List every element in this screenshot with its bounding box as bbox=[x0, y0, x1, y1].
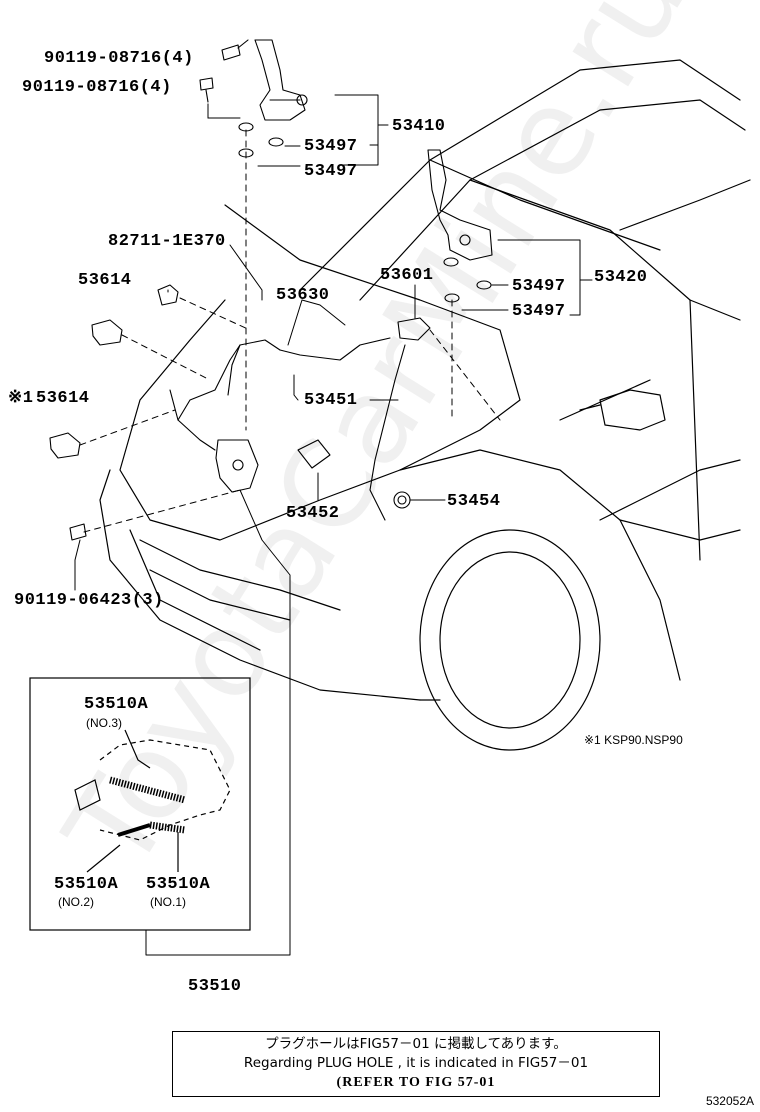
label-support-rod: 53451 bbox=[304, 391, 358, 410]
label-stay-holder: 53601 bbox=[380, 266, 434, 285]
label-bolt-lower: 90119-08716(4) bbox=[22, 78, 172, 97]
footnote: ※1 KSP90.NSP90 bbox=[584, 733, 683, 747]
reference-notice: プラグホールはFIG57－01 に掲載してあります。 Regarding PLU… bbox=[172, 1031, 660, 1097]
label-hinge-rh: 53420 bbox=[594, 268, 648, 287]
label-bolt-upper: 90119-08716(4) bbox=[44, 49, 194, 68]
figure-id: 532052A bbox=[705, 1094, 754, 1108]
label-cushion-c: 53497 bbox=[512, 277, 566, 296]
label-latch-stopper: 53452 bbox=[286, 504, 340, 523]
label-grommet: 53454 bbox=[447, 492, 501, 511]
label-cable-clamp: 53630 bbox=[276, 286, 330, 305]
label-lever-no1: 53510A bbox=[146, 875, 211, 894]
hinge-lh bbox=[254, 39, 308, 121]
label-lever-no1-sub: (NO.1) bbox=[150, 895, 186, 909]
bolt-upper-shape bbox=[199, 39, 249, 103]
label-lever-no2: 53510A bbox=[54, 875, 119, 894]
car-body bbox=[99, 59, 751, 751]
inset-box bbox=[29, 677, 251, 931]
label-lever-no3: 53510A bbox=[84, 695, 149, 714]
label-switch-2-mark: ※1 bbox=[8, 389, 34, 408]
hinge-rh bbox=[427, 149, 493, 261]
label-hinge-lh: 53410 bbox=[392, 117, 446, 136]
notice-line-jp: プラグホールはFIG57－01 に掲載してあります。 bbox=[265, 1036, 567, 1052]
notice-line-ref: (REFER TO FIG 57-01 bbox=[336, 1075, 496, 1090]
label-cushion-b: 53497 bbox=[304, 162, 358, 181]
label-cushion-d: 53497 bbox=[512, 302, 566, 321]
label-cushion-a: 53497 bbox=[304, 137, 358, 156]
notice-line-en: Regarding PLUG HOLE , it is indicated in… bbox=[243, 1055, 589, 1071]
label-switch-1: 53614 bbox=[78, 271, 132, 290]
label-clip: 82711-1E370 bbox=[108, 232, 226, 251]
label-bolt-latch: 90119-06423(3) bbox=[14, 591, 164, 610]
label-lever-assy: 53510 bbox=[188, 977, 242, 996]
label-lever-no3-sub: (NO.3) bbox=[86, 716, 122, 730]
label-lever-no2-sub: (NO.2) bbox=[58, 895, 94, 909]
label-switch-2: 53614 bbox=[36, 389, 90, 408]
